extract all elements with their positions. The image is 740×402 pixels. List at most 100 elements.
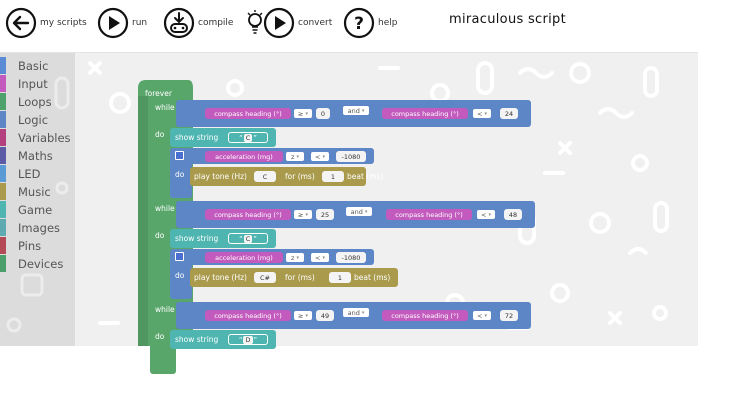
toolbox-category-led[interactable]: LED — [0, 165, 75, 182]
while-label: while — [155, 103, 175, 112]
toolbox-category-devices[interactable]: Devices — [0, 255, 75, 272]
string-literal[interactable]: “C” — [228, 132, 268, 143]
category-color-swatch — [0, 111, 6, 128]
compass-heading-reporter[interactable]: compass heading (°) — [382, 310, 468, 321]
toolbox-decoration — [6, 76, 70, 333]
upper-bound-input[interactable]: 72 — [500, 310, 518, 321]
open-quote: “ — [238, 335, 243, 344]
note-dropdown[interactable]: C — [254, 171, 276, 182]
while-label: while — [155, 305, 175, 314]
upper-bound-input[interactable]: 24 — [500, 108, 518, 119]
gear-icon[interactable] — [175, 151, 184, 160]
compare-op-ge[interactable]: ≥▾ — [294, 210, 312, 219]
top-toolbar: my scripts run compile convert — [0, 0, 698, 53]
compile-button[interactable]: compile — [163, 6, 233, 40]
dropdown-arrow-icon: ▾ — [364, 208, 368, 215]
toolbox-category-music[interactable]: Music — [0, 183, 75, 200]
and-operator-symbol: and — [350, 207, 363, 216]
my-scripts-label: my scripts — [40, 18, 87, 28]
toolbox-category-basic[interactable]: Basic — [0, 57, 75, 74]
dropdown-arrow-icon: ▾ — [296, 254, 299, 261]
compare-op-lt-symbol: < — [477, 109, 483, 118]
dropdown-arrow-icon: ▾ — [305, 110, 308, 117]
category-label: Variables — [18, 130, 71, 145]
and-operator-symbol: and — [347, 308, 360, 317]
lower-bound-input[interactable]: 49 — [316, 310, 334, 321]
compass-heading-reporter[interactable]: compass heading (°) — [382, 108, 468, 119]
category-color-swatch — [0, 237, 6, 254]
toolbox-category-game[interactable]: Game — [0, 201, 75, 218]
category-label: Maths — [18, 148, 53, 163]
play-tone-label: play tone (Hz) — [194, 172, 247, 181]
beat-value-input[interactable]: 1 — [329, 272, 351, 283]
dropdown-arrow-icon: ▾ — [296, 153, 299, 160]
category-color-swatch — [0, 147, 6, 164]
upper-bound-input-value: 24 — [504, 109, 514, 118]
compass-heading-reporter[interactable]: compass heading (°) — [205, 209, 291, 220]
compass-heading-reporter[interactable]: compass heading (°) — [205, 108, 291, 119]
help-icon: ? — [343, 7, 375, 39]
compare-op-lt[interactable]: <▾ — [473, 109, 491, 118]
dropdown-arrow-icon: ▾ — [361, 309, 365, 316]
category-label: Pins — [18, 238, 42, 253]
and-operator[interactable]: and▾ — [346, 207, 372, 216]
toolbox-category-maths[interactable]: Maths — [0, 147, 75, 164]
lower-bound-input[interactable]: 0 — [316, 108, 330, 119]
and-operator[interactable]: and▾ — [343, 106, 369, 115]
compare-op-ge-symbol: ≥ — [298, 109, 304, 118]
string-value[interactable]: C — [243, 234, 253, 243]
gear-icon[interactable] — [175, 252, 184, 261]
category-label: Images — [18, 220, 61, 235]
compare-op-ge[interactable]: ≥▾ — [294, 109, 312, 118]
toolbox-category-loops[interactable]: Loops — [0, 93, 75, 110]
beat-ms-label: beat (ms) — [347, 172, 384, 181]
compare-op-ge[interactable]: ≥▾ — [294, 311, 312, 320]
category-label: LED — [18, 166, 41, 181]
note-dropdown[interactable]: C# — [254, 272, 276, 283]
lower-bound-input[interactable]: 25 — [316, 209, 334, 220]
my-scripts-button[interactable]: my scripts — [5, 6, 87, 40]
toolbox-category-images[interactable]: Images — [0, 219, 75, 236]
compass-heading-reporter[interactable]: compass heading (°) — [386, 209, 472, 220]
compare-op-lt[interactable]: <▾ — [477, 210, 495, 219]
acceleration-reporter[interactable]: acceleration (mg) — [205, 151, 283, 162]
axis-dropdown[interactable]: z▾ — [286, 253, 304, 262]
play-tone-label: play tone (Hz) — [194, 273, 247, 282]
string-value[interactable]: D — [243, 335, 253, 344]
and-operator[interactable]: and▾ — [343, 308, 369, 317]
threshold-input-value: -1080 — [341, 253, 361, 262]
help-button[interactable]: ? help — [343, 6, 397, 40]
note-dropdown-value: C# — [260, 273, 270, 282]
upper-bound-input[interactable]: 48 — [504, 209, 522, 220]
compare-op-lt[interactable]: <▾ — [473, 311, 491, 320]
do-label: do — [175, 170, 185, 179]
compare-op-lt[interactable]: <▾ — [311, 152, 329, 161]
string-value[interactable]: C — [243, 133, 253, 142]
upper-bound-input-value: 72 — [504, 311, 514, 320]
compile-label: compile — [198, 18, 234, 28]
back-arrow-icon — [5, 7, 37, 39]
threshold-input[interactable]: -1080 — [336, 151, 366, 162]
convert-button[interactable]: convert — [247, 6, 332, 40]
compare-op-lt[interactable]: <▾ — [311, 253, 329, 262]
acceleration-reporter[interactable]: acceleration (mg) — [205, 252, 283, 263]
string-literal[interactable]: “C” — [228, 233, 268, 244]
compare-op-ge-symbol: ≥ — [298, 210, 304, 219]
threshold-input[interactable]: -1080 — [336, 252, 366, 263]
axis-dropdown[interactable]: z▾ — [286, 152, 304, 161]
toolbox-category-logic[interactable]: Logic — [0, 111, 75, 128]
compass-heading-reporter-label: compass heading (°) — [391, 311, 459, 320]
axis-dropdown-symbol: z — [291, 253, 295, 262]
run-button[interactable]: run — [97, 6, 147, 40]
compass-heading-reporter[interactable]: compass heading (°) — [205, 310, 291, 321]
toolbox-category-pins[interactable]: Pins — [0, 237, 75, 254]
category-color-swatch — [0, 183, 6, 200]
dropdown-arrow-icon: ▾ — [361, 107, 365, 114]
toolbox-category-variables[interactable]: Variables — [0, 129, 75, 146]
beat-ms-label: beat (ms) — [354, 273, 391, 282]
axis-dropdown-symbol: z — [291, 152, 295, 161]
string-literal[interactable]: “D” — [228, 334, 268, 345]
beat-value-input[interactable]: 1 — [322, 171, 344, 182]
close-quote: ” — [253, 133, 257, 142]
toolbox-category-input[interactable]: Input — [0, 75, 75, 92]
